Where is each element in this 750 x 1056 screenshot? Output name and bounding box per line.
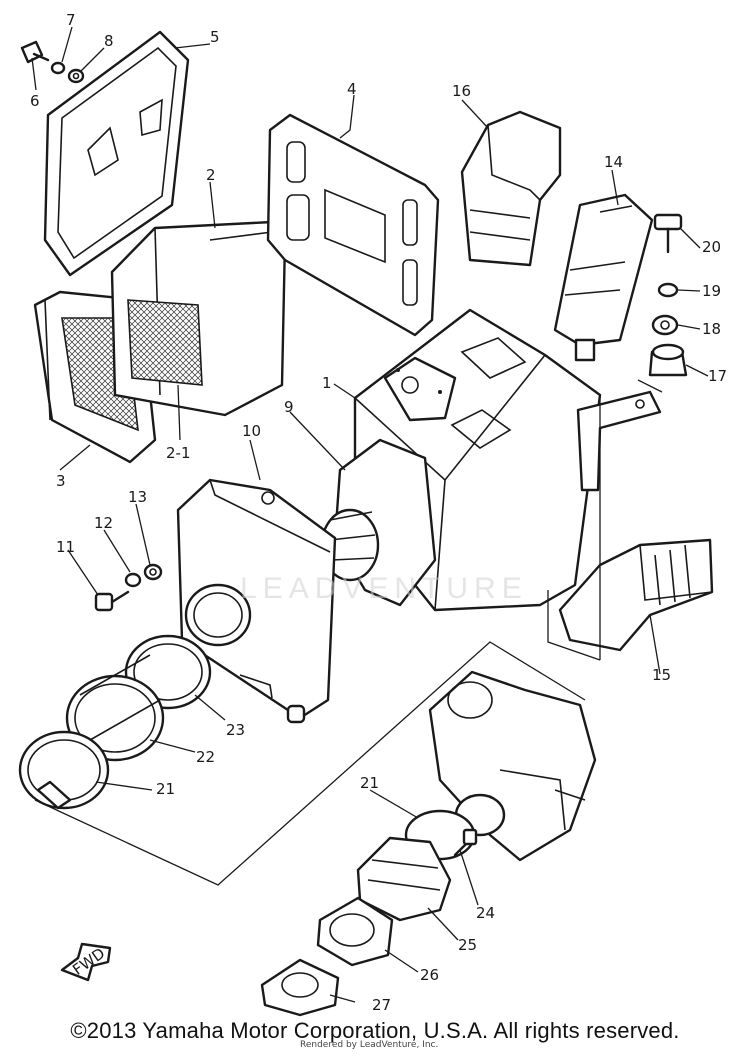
callout-21-right: 21 bbox=[360, 774, 379, 792]
section-outline bbox=[34, 379, 663, 886]
callout-6: 6 bbox=[30, 92, 40, 110]
part-10-lower-case bbox=[176, 478, 337, 724]
callout-11: 11 bbox=[56, 538, 75, 556]
part-6-7-8-screw-washers bbox=[20, 40, 85, 84]
callout-23: 23 bbox=[226, 721, 245, 739]
watermark-text: LEADVENTURE bbox=[240, 572, 528, 605]
callout-26: 26 bbox=[420, 966, 439, 984]
part-2-element bbox=[110, 220, 287, 417]
callout-1: 1 bbox=[322, 374, 332, 392]
callout-9: 9 bbox=[284, 398, 294, 416]
callout-18: 18 bbox=[702, 320, 721, 338]
callout-13: 13 bbox=[128, 488, 147, 506]
part-16-intake-duct bbox=[460, 110, 562, 267]
callout-22: 22 bbox=[196, 748, 215, 766]
callout-19: 19 bbox=[702, 282, 721, 300]
part-14-breather-tube bbox=[553, 193, 654, 362]
callout-17: 17 bbox=[708, 367, 727, 385]
callout-3: 3 bbox=[56, 472, 66, 490]
callout-2: 2 bbox=[206, 166, 216, 184]
callout-8: 8 bbox=[104, 32, 114, 50]
leader-lines bbox=[31, 26, 709, 1003]
callout-25: 25 bbox=[458, 936, 477, 954]
callout-10: 10 bbox=[242, 422, 261, 440]
callout-14: 14 bbox=[604, 153, 623, 171]
part-21-23-clamps-joint bbox=[18, 634, 212, 810]
callout-24: 24 bbox=[476, 904, 495, 922]
callout-16: 16 bbox=[452, 82, 471, 100]
callout-20: 20 bbox=[702, 238, 721, 256]
rendered-by-note: Rendered by LeadVenture, Inc. bbox=[300, 1040, 439, 1050]
callout-12: 12 bbox=[94, 514, 113, 532]
callout-21-left: 21 bbox=[156, 780, 175, 798]
fwd-arrow-icon: FWD bbox=[60, 942, 112, 982]
part-24-27-carb-joint bbox=[260, 809, 478, 1017]
copyright-notice: ©2013 Yamaha Motor Corporation, U.S.A. A… bbox=[70, 1018, 680, 1043]
callout-15: 15 bbox=[652, 666, 671, 684]
part-5-cover bbox=[43, 30, 190, 277]
callout-2-1: 2-1 bbox=[166, 444, 191, 462]
part-11-13-bolt-washers bbox=[94, 563, 163, 612]
callout-27: 27 bbox=[372, 996, 391, 1014]
callout-5: 5 bbox=[210, 28, 220, 46]
part-15-intake-duct bbox=[558, 538, 714, 652]
callout-7: 7 bbox=[66, 11, 76, 29]
callout-labels: 7 8 5 6 4 16 14 2 20 19 18 17 3 2-1 1 9 … bbox=[30, 11, 727, 1014]
part-4-gasket bbox=[266, 113, 440, 337]
callout-4: 4 bbox=[347, 80, 357, 98]
part-17-20-fasteners bbox=[648, 213, 688, 377]
